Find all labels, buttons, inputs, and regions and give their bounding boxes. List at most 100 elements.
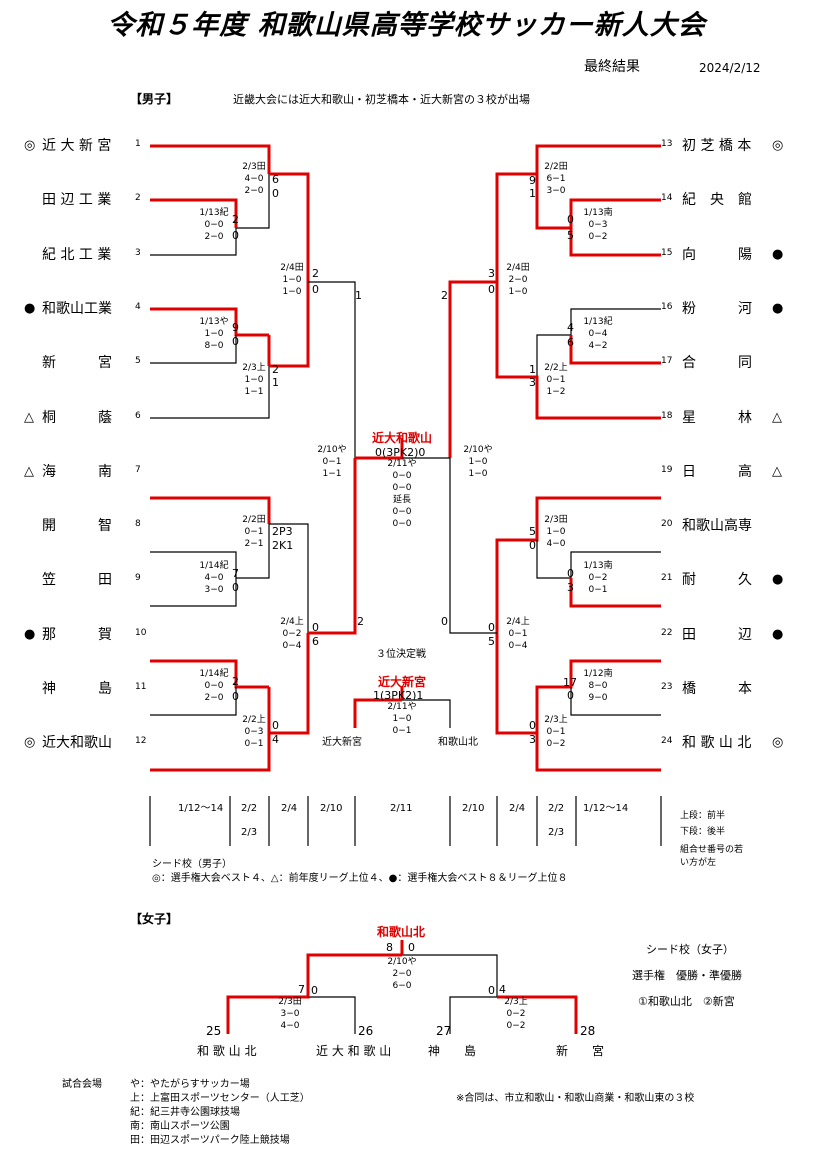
- match-detail: 1−0: [204, 329, 224, 339]
- final-detail-3: 0−0: [392, 483, 412, 493]
- girls-semi2-detail-3: 0−2: [506, 1021, 526, 1031]
- match-detail: 2/2田: [544, 162, 568, 172]
- match-detail: 0−1: [546, 727, 566, 737]
- subtitle: 最終結果: [584, 59, 640, 75]
- girls-team-26: 近 大 和 歌 山: [316, 1044, 392, 1058]
- right-team-mark: ●: [772, 246, 784, 262]
- match-score: 0: [488, 283, 495, 296]
- bracket-segment: [495, 633, 661, 772]
- match-score: 2: [312, 267, 319, 280]
- final-detail-6: 0−0: [392, 519, 412, 529]
- match-detail: 0−1: [508, 629, 528, 639]
- bracket-segment: [150, 366, 270, 419]
- third-detail-1: 2/11や: [387, 702, 417, 712]
- girls-team-num-26: 26: [358, 1024, 374, 1038]
- right-team-name: 田 辺: [682, 626, 752, 643]
- left-team-name: 和歌山工業: [42, 300, 112, 317]
- joint-note: ※合同は、市立和歌山・和歌山商業・和歌山東の３校: [456, 1093, 695, 1104]
- match-detail: 3−0: [546, 186, 566, 196]
- girls-team-28: 新 宮: [556, 1044, 605, 1058]
- round-date: 2/4: [281, 803, 298, 814]
- legend-1: 上段：前半: [680, 811, 726, 821]
- bracket-segment: [569, 335, 661, 365]
- match-detail: 2/10や: [463, 445, 493, 455]
- girls-final-detail-1: 2/10や: [387, 957, 417, 967]
- right-team-name: 向 陽: [682, 246, 752, 263]
- final-detail-5: 0−0: [392, 507, 412, 517]
- left-team-num: 8: [135, 519, 141, 530]
- girls-semi2-detail-2: 0−2: [506, 1009, 526, 1019]
- bracket-segment: [269, 633, 310, 735]
- right-team-num: 21: [661, 573, 673, 584]
- match-score: 17: [563, 676, 577, 689]
- match-detail: 8−0: [588, 681, 608, 691]
- girls-team-num-28: 28: [580, 1024, 596, 1038]
- match-detail: 1−1: [244, 387, 264, 397]
- match-detail: 4−0: [546, 539, 566, 549]
- venues-title: 試合会場: [62, 1079, 102, 1090]
- match-score: 0: [272, 187, 279, 200]
- match-score: 0: [567, 213, 574, 226]
- page-title: 令和５年度 和歌山県高等学校サッカー新人大会: [107, 10, 706, 41]
- left-team-name: 桐 蔭: [42, 409, 112, 426]
- bracket-segment: [569, 228, 661, 257]
- round-date: 2/11: [390, 803, 413, 814]
- third-detail-3: 0−1: [392, 726, 412, 736]
- right-team-name: 和歌山高専: [682, 518, 752, 535]
- left-team-num: 3: [135, 247, 141, 258]
- left-team-name: 近大和歌山: [42, 735, 112, 752]
- girls-final-score-left: 8: [386, 941, 393, 954]
- girls-semi1-detail-1: 2/3田: [278, 997, 302, 1007]
- match-detail: 9−0: [588, 693, 608, 703]
- round-date: 2/10: [462, 803, 485, 814]
- right-team-mark: △: [772, 409, 782, 425]
- match-detail: 0−1: [244, 739, 264, 749]
- bracket-segment: [150, 687, 237, 716]
- match-score: 2: [441, 289, 448, 302]
- left-team-mark: ◎: [24, 735, 36, 751]
- left-team-mark: △: [24, 463, 34, 479]
- left-team-mark: ◎: [24, 138, 36, 153]
- round-date: 1/12〜14: [583, 803, 629, 814]
- match-detail: 2/4田: [280, 263, 304, 273]
- match-detail: 2/2上: [544, 363, 568, 373]
- left-team-mark: △: [24, 409, 34, 425]
- right-team-mark: ●: [772, 300, 784, 316]
- bracket-segment: [448, 280, 497, 458]
- girls-team-25: 和 歌 山 北: [197, 1044, 257, 1058]
- round-date: 2/4: [509, 803, 526, 814]
- match-detail: 0−1: [244, 527, 264, 537]
- third-winner: 近大新宮: [378, 675, 427, 689]
- bracket-segment: [449, 458, 497, 634]
- match-score: 1: [529, 363, 536, 376]
- round-date: 2/3: [241, 827, 258, 838]
- left-team-name: 那 賀: [42, 626, 112, 643]
- match-detail: 2/4上: [280, 617, 304, 627]
- match-detail: 1/14紀: [199, 561, 229, 571]
- bracket-segment: [269, 523, 309, 633]
- bracket-segment: [150, 144, 271, 174]
- match-score: 6: [567, 336, 574, 349]
- match-score: 0: [529, 539, 536, 552]
- girls-seed-line-2: ①和歌山北 ②新宮: [638, 995, 735, 1008]
- girls-semi2-detail-1: 2/3上: [504, 997, 528, 1007]
- right-team-name: 和 歌 山 北: [682, 735, 752, 752]
- match-detail: 1−0: [282, 287, 302, 297]
- match-detail: 1−0: [508, 287, 528, 297]
- right-team-num: 13: [661, 139, 673, 149]
- left-team-num: 6: [135, 410, 141, 421]
- left-team-name: 笠 田: [42, 572, 112, 589]
- match-score: 0: [232, 335, 239, 348]
- match-score: 2: [232, 675, 239, 688]
- match-score: 0: [312, 621, 319, 634]
- left-team-mark: ●: [24, 300, 36, 316]
- match-score: 0: [232, 690, 239, 703]
- match-detail: 2/2上: [242, 715, 266, 725]
- girls-final-detail-3: 6−0: [392, 981, 412, 991]
- match-detail: 1−0: [546, 527, 566, 537]
- girls-label: 【女子】: [130, 912, 179, 926]
- match-score: 0: [232, 581, 239, 594]
- round-date: 2/3: [548, 827, 565, 838]
- legend-2: 下段：後半: [680, 827, 726, 837]
- left-team-name: 神 島: [42, 681, 112, 697]
